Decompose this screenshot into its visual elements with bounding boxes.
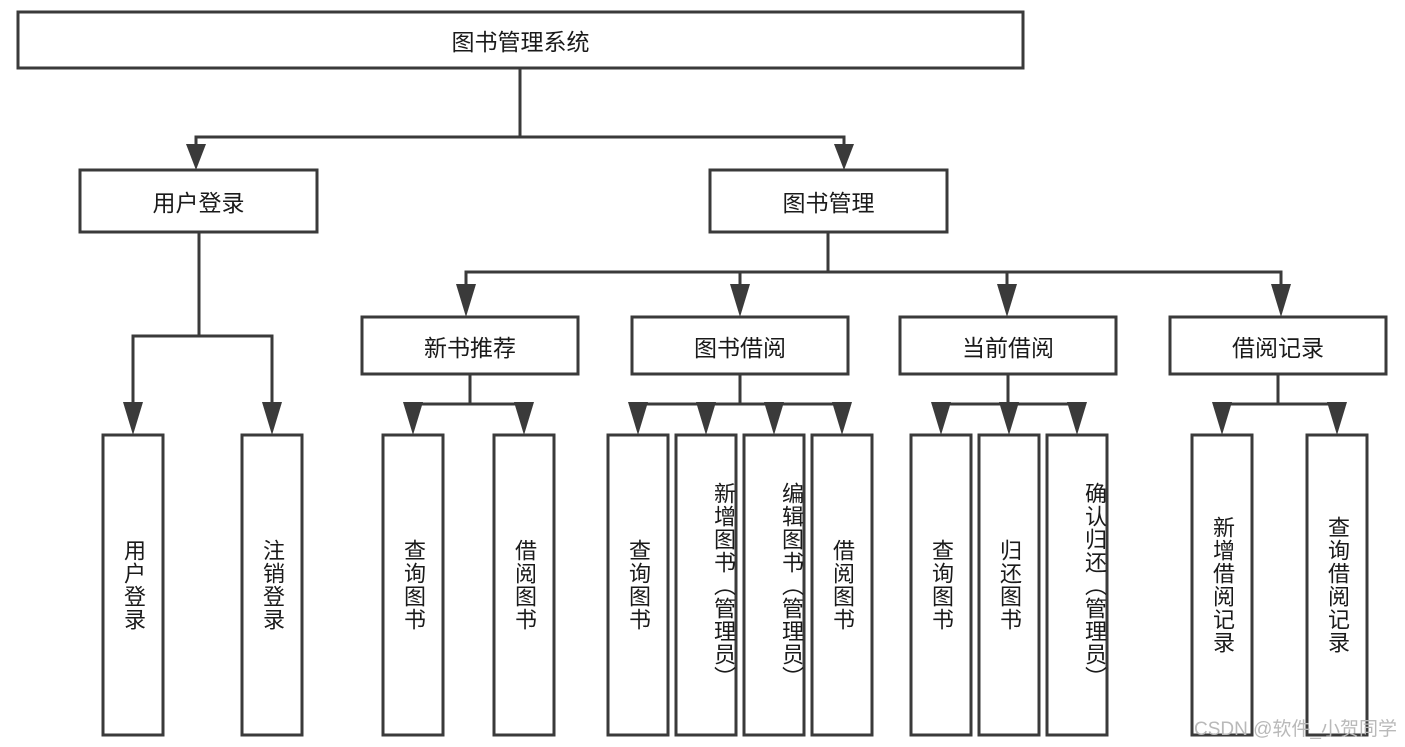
leaf-current-borrow-1[interactable] (977, 433, 1041, 737)
leaf-current-borrow-2[interactable] (1045, 433, 1109, 737)
node-root[interactable] (16, 10, 1025, 70)
leaf-user-login-0[interactable] (101, 433, 165, 737)
node-book-borrow[interactable] (630, 315, 850, 376)
connector-bookborrow-to-leaves (628, 372, 852, 435)
node-user-login[interactable] (78, 168, 319, 234)
node-book-manage[interactable] (708, 168, 949, 234)
connector-root-to-level2 (186, 66, 854, 170)
leaf-book-borrow-0[interactable] (606, 433, 670, 737)
connector-bookmanage-to-level3 (456, 230, 1291, 317)
leaf-borrow-record-1[interactable] (1305, 433, 1369, 737)
arrow-to-user-login (186, 144, 206, 170)
leaf-new-book-1[interactable] (492, 433, 556, 737)
node-borrow-record[interactable] (1168, 315, 1388, 376)
node-current-borrow[interactable] (898, 315, 1118, 376)
leaf-current-borrow-0[interactable] (909, 433, 973, 737)
leaf-book-borrow-2[interactable] (742, 433, 806, 737)
node-new-book-recommend[interactable] (360, 315, 580, 376)
arrow-to-book-manage (834, 144, 854, 170)
connector-currentborrow-to-leaves (931, 372, 1087, 435)
leaf-user-login-1[interactable] (240, 433, 304, 737)
leaf-book-borrow-1[interactable] (674, 433, 738, 737)
connector-borrowrecord-to-leaves (1212, 372, 1347, 435)
leaf-book-borrow-3[interactable] (810, 433, 874, 737)
leaf-new-book-0[interactable] (381, 433, 445, 737)
connector-userlogin-to-leaves (123, 230, 282, 435)
connector-newbook-to-leaves (403, 372, 534, 435)
leaf-borrow-record-0[interactable] (1190, 433, 1254, 737)
